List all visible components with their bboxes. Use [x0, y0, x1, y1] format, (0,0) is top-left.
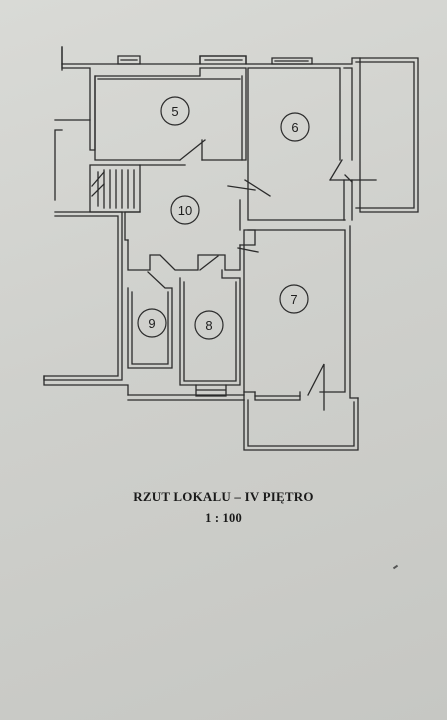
room-10-marker: 10	[170, 195, 200, 225]
room-7-label: 7	[290, 292, 297, 307]
room-5-label: 5	[171, 104, 178, 119]
floor-plan: 5 6 10 7 9 8	[43, 46, 419, 451]
room-9-marker: 9	[137, 308, 167, 338]
room-9-label: 9	[148, 316, 155, 331]
room-labels: 5 6 10 7 9 8	[137, 96, 310, 340]
room-7-marker: 7	[279, 284, 309, 314]
paper-mark	[392, 564, 399, 570]
plan-scale: 1 : 100	[205, 511, 242, 525]
room-10-label: 10	[178, 203, 192, 218]
room-5-marker: 5	[160, 96, 190, 126]
room-6-label: 6	[291, 120, 298, 135]
walls	[43, 46, 419, 451]
room-8-marker: 8	[194, 310, 224, 340]
plan-title: RZUT LOKALU – IV PIĘTRO	[133, 489, 314, 504]
room-6-marker: 6	[280, 112, 310, 142]
room-8-label: 8	[205, 318, 212, 333]
